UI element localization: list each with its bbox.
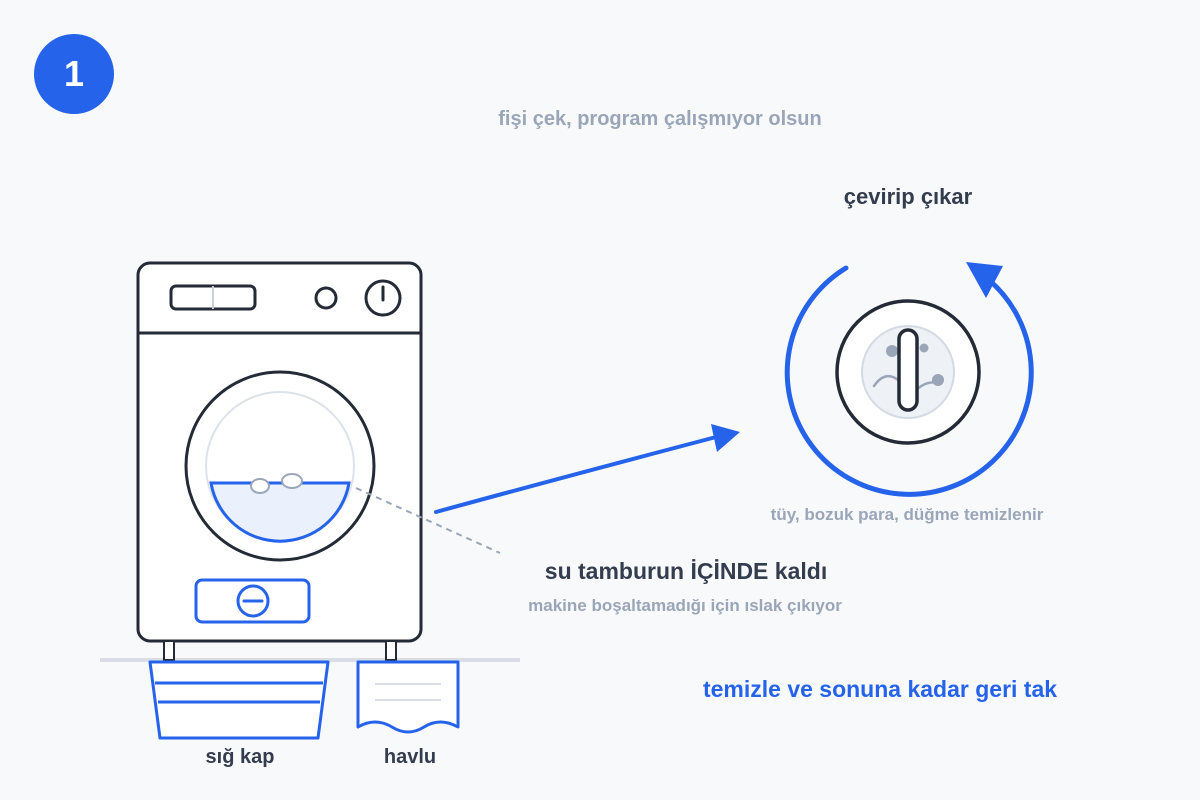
shallow-bowl-icon xyxy=(148,660,330,740)
direction-arrow-icon xyxy=(434,424,740,514)
power-icon xyxy=(364,279,402,317)
step-number-badge: 1 xyxy=(34,34,114,114)
water-level xyxy=(209,481,351,543)
filter-access-panel xyxy=(194,578,311,624)
unplug-hint: fişi çek, program çalışmıyor olsun xyxy=(498,108,822,130)
filter-cap-icon xyxy=(835,299,981,445)
rotate-arrow-icon xyxy=(784,262,1034,497)
washing-machine-icon xyxy=(136,261,423,661)
laundry-clump xyxy=(281,473,303,489)
leader-line xyxy=(355,487,501,554)
rotate-remove-title: çevirip çıkar xyxy=(843,184,973,209)
towel-icon xyxy=(356,660,460,734)
water-reason-caption: makine boşaltamadığı için ıslak çıkıyor xyxy=(528,596,842,615)
small-knob-icon xyxy=(314,286,338,310)
towel-label: havlu xyxy=(383,746,437,768)
final-action-text: temizle ve sonuna kadar geri tak xyxy=(702,676,1058,702)
water-inside-title: su tamburun İÇİNDE kaldı xyxy=(544,558,828,584)
bowl-label: sığ kap xyxy=(205,746,275,768)
filter-clean-caption: tüy, bozuk para, düğme temizlenir xyxy=(770,505,1044,524)
laundry-clump xyxy=(250,478,270,494)
machine-door xyxy=(184,370,376,562)
